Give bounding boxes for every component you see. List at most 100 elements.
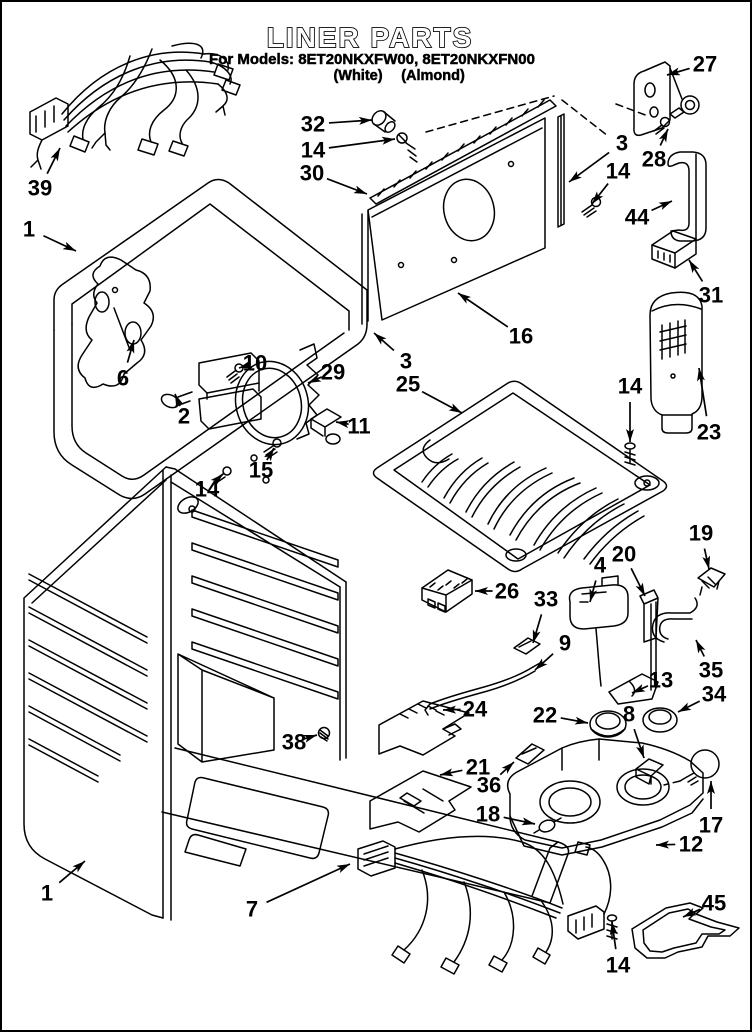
callout-leader-7 [266, 863, 351, 904]
callout-label-15: 15 [249, 458, 273, 483]
page-title: LINER PARTS [267, 22, 474, 53]
callout-leader-14 [591, 183, 609, 205]
callout-leader-14 [328, 136, 396, 149]
grommet-screw-art [371, 110, 602, 218]
callout-label-18: 18 [476, 802, 500, 827]
callout-label-14: 14 [195, 477, 220, 502]
callout-leader-3 [568, 151, 610, 183]
models-line: For Models: 8ET20NKXFW00, 8ET20NKXFN00 [209, 51, 535, 68]
callout-label-17: 17 [699, 813, 723, 838]
callout-label-14: 14 [606, 159, 631, 184]
crisper-cover-art [161, 726, 570, 904]
callout-label-1: 1 [23, 217, 35, 242]
callout-leader-30 [326, 177, 368, 195]
side-trim-strip-art [557, 113, 565, 228]
callout-leader-20 [630, 567, 646, 597]
callout-leader-36 [499, 761, 515, 776]
callout-leader-45 [682, 908, 701, 918]
callout-label-36: 36 [477, 773, 501, 798]
callout-leader-1 [43, 235, 77, 252]
callout-label-13: 13 [649, 668, 673, 693]
callout-leader-14 [210, 473, 224, 486]
callout-label-26: 26 [495, 579, 519, 604]
callout-label-14: 14 [606, 953, 631, 978]
callout-label-8: 8 [623, 702, 635, 727]
callout-label-14: 14 [301, 138, 326, 163]
callout-leader-14 [609, 921, 618, 950]
callout-leader-33 [532, 614, 543, 644]
evaporator-cover-art [77, 256, 155, 389]
sleeve-44-art [667, 151, 707, 242]
liner-cabinet-art [23, 466, 347, 921]
callout-leader-1 [58, 860, 86, 884]
top-trim-strip-art [369, 99, 557, 205]
callout-leader-34 [677, 700, 701, 713]
callout-label-33: 33 [534, 587, 558, 612]
callout-label-10: 10 [243, 351, 267, 376]
wire-harness-39-art [29, 42, 241, 170]
callout-label-25: 25 [396, 372, 420, 397]
callout-label-21: 21 [466, 755, 490, 780]
callout-label-32: 32 [301, 112, 325, 137]
callout-label-16: 16 [509, 324, 533, 349]
callout-label-31: 31 [699, 283, 723, 308]
callout-leader-3 [373, 332, 395, 352]
callout-leader-8 [633, 728, 645, 759]
freezer-liner-art [53, 178, 368, 500]
callout-label-14: 14 [618, 374, 643, 399]
callout-leader-10 [238, 360, 253, 369]
fan-motor-assembly-art [160, 343, 342, 484]
callout-leader-19 [702, 548, 711, 570]
callout-leader-25 [421, 390, 463, 414]
callout-label-34: 34 [702, 682, 727, 707]
callout-leader-6 [126, 339, 135, 363]
wire-harness-7-art [357, 835, 618, 975]
callout-label-20: 20 [612, 542, 636, 567]
callout-leader-31 [688, 259, 704, 282]
callout-label-3: 3 [616, 131, 628, 156]
damper-31-art [651, 230, 697, 269]
callout-leader-22 [560, 716, 589, 725]
callout-label-38: 38 [282, 730, 306, 755]
callout-leader-38 [303, 734, 318, 743]
bracket-27-art [633, 61, 700, 137]
rear-panel-art [361, 117, 546, 325]
ice-maker-cluster-art [369, 567, 726, 856]
callout-label-22: 22 [533, 703, 557, 728]
callout-leader-15 [263, 447, 275, 462]
callout-label-19: 19 [689, 521, 713, 546]
callout-leader-44 [651, 200, 673, 212]
callout-label-9: 9 [559, 631, 571, 656]
callout-label-28: 28 [642, 147, 666, 172]
callout-label-30: 30 [300, 161, 324, 186]
callout-leader-9 [534, 653, 554, 671]
callout-leader-11 [335, 420, 350, 429]
callout-label-12: 12 [679, 832, 703, 857]
callout-label-7: 7 [246, 897, 258, 922]
finish-white-label: (White) [333, 68, 382, 84]
finish-almond-label: (Almond) [401, 68, 465, 84]
callout-leader-4 [589, 580, 598, 603]
callout-leader-24 [442, 705, 461, 714]
callout-label-3: 3 [400, 349, 412, 374]
callout-leader-23 [697, 367, 708, 417]
callout-leader-29 [307, 374, 323, 384]
callout-leader-12 [655, 840, 676, 849]
callout-leader-35 [695, 639, 706, 657]
assembly-dash-lines [425, 95, 649, 137]
callout-label-39: 39 [28, 176, 52, 201]
callout-label-45: 45 [702, 891, 726, 916]
callout-label-6: 6 [117, 366, 129, 391]
callout-leader-16 [457, 292, 509, 328]
callout-label-4: 4 [594, 553, 607, 578]
floor-panel-25-art [372, 380, 668, 573]
callout-leader-21 [439, 768, 463, 777]
callout-leader-28 [658, 128, 669, 146]
callout-leader-13 [631, 684, 649, 694]
callout-leader-39 [46, 147, 61, 175]
callout-leader-18 [503, 816, 536, 826]
callout-label-11: 11 [347, 414, 370, 439]
callout-label-27: 27 [693, 52, 717, 77]
